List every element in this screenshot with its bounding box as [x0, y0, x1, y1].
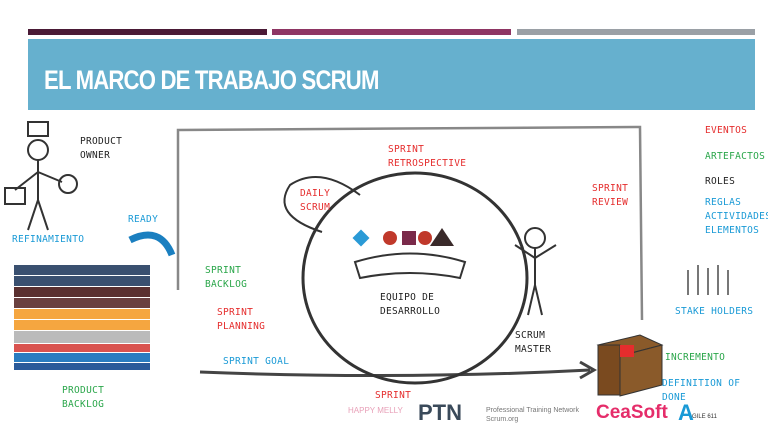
refinamiento-label: REFINAMIENTO [12, 234, 85, 245]
daily-scrum-label: DAILY SCRUM [300, 188, 331, 213]
title-banner: EL MARCO DE TRABAJO SCRUM [28, 39, 755, 110]
legend-eventos: EVENTOS [705, 125, 748, 136]
sprint-flow-arrow [199, 368, 591, 378]
ceasoft-logo: CeaSoft [596, 402, 668, 423]
sprint-goal-label: SPRINT GOAL [223, 356, 290, 367]
ptn-subtitle: Professional Training Network Scrum.org [486, 407, 579, 423]
increment-box [596, 334, 664, 397]
sprint-retrospective-label: SPRINT RETROSPECTIVE [388, 144, 467, 169]
happy-melly-logo: HAPPY MELLY [348, 406, 403, 415]
legend-roles: ROLES [705, 176, 736, 187]
incremento-label: INCREMENTO [665, 352, 726, 363]
sprint-loop-frame [176, 125, 644, 321]
sprint-backlog-label: SPRINT BACKLOG [205, 265, 248, 290]
legend-artefactos: ARTEFACTOS [705, 151, 766, 162]
stake-holders-label: STAKE HOLDERS [675, 306, 754, 317]
legend-reglas: REGLAS ACTIVIDADES ELEMENTOS [705, 197, 768, 236]
equipo-desarrollo-label: EQUIPO DE DESARROLLO [380, 292, 441, 317]
agile-logo-mark: A [678, 400, 694, 425]
sprint-planning-label: SPRINT PLANNING [217, 307, 266, 332]
scrum-master-figure [514, 227, 557, 316]
sprint-cycle-circle [301, 171, 529, 385]
team-items [352, 228, 467, 280]
accent-bar-2 [272, 29, 511, 35]
product-owner-label: PRODUCT OWNER [80, 136, 123, 161]
scrum-master-label: SCRUM MASTER [515, 330, 552, 355]
accent-bar-3 [517, 29, 755, 35]
definition-of-done-label: DEFINITION OF DONE [662, 378, 741, 403]
ready-arrow [128, 231, 176, 257]
daily-scrum-loop [283, 176, 361, 233]
stake-holders-figures [687, 265, 729, 295]
sprint-label: SPRINT [375, 390, 412, 401]
agile-logo: GILE 611 [692, 414, 717, 420]
ready-label: READY [128, 214, 159, 225]
product-backlog-stack [14, 265, 150, 370]
ptn-logo: PTN [418, 400, 462, 425]
sprint-review-label: SPRINT REVIEW [592, 183, 629, 208]
product-owner-figure [4, 121, 78, 231]
accent-bar-1 [28, 29, 267, 35]
slide-title: EL MARCO DE TRABAJO SCRUM [44, 65, 379, 95]
product-backlog-label: PRODUCT BACKLOG [62, 385, 105, 410]
